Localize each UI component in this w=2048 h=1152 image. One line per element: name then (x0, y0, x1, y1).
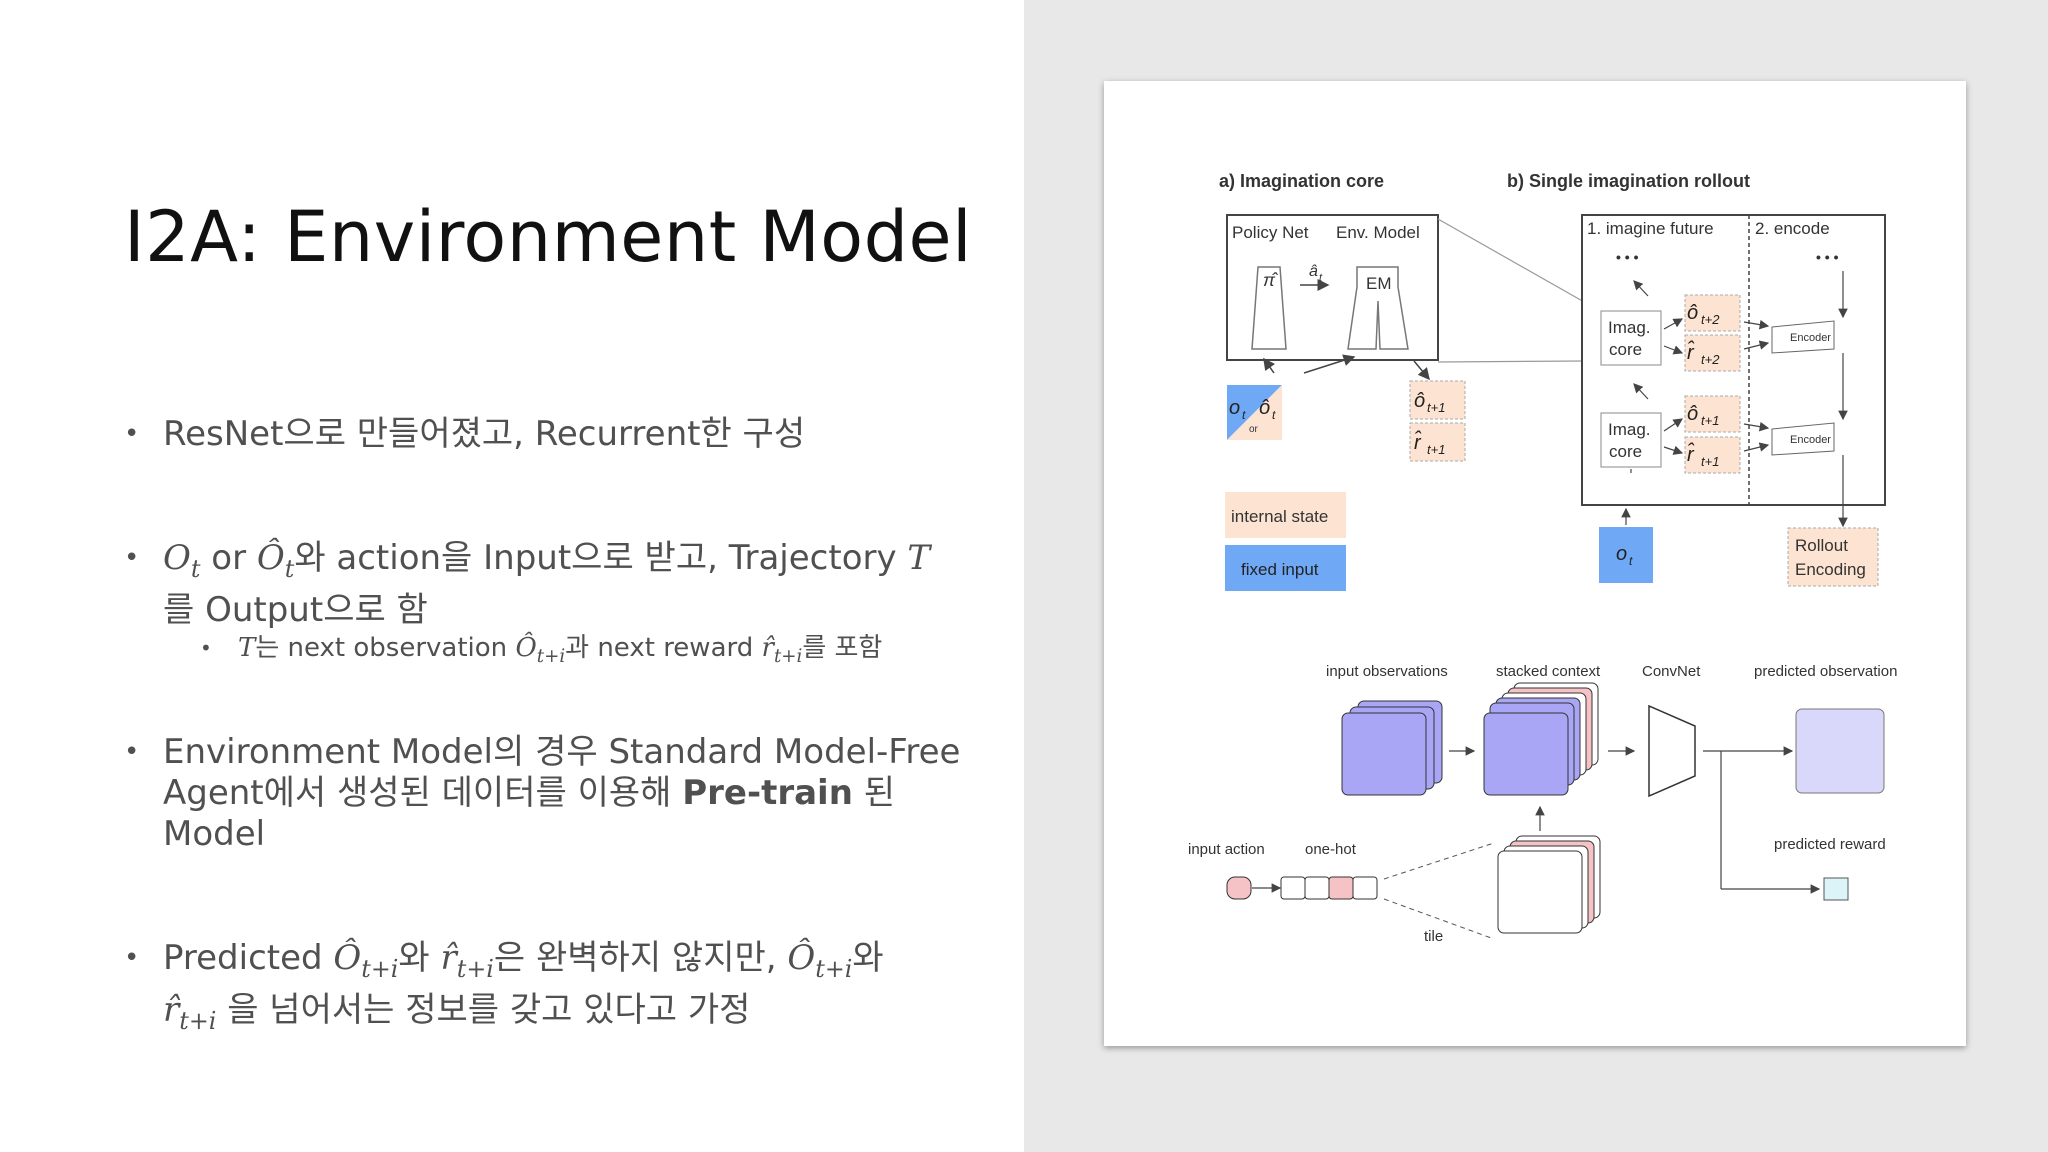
input-action-label: input action (1188, 841, 1265, 858)
svg-text:t: t (1272, 408, 1276, 422)
tiled-action-planes (1497, 850, 1583, 934)
convnet-shape (1648, 704, 1696, 798)
imagine-future-label: 1. imagine future (1587, 219, 1714, 238)
svg-text:ô: ô (1687, 302, 1698, 324)
svg-text:Encoder: Encoder (1790, 332, 1831, 344)
text-panel: I2A: Environment Model ResNet으로 만들어졌고, R… (0, 0, 1024, 1152)
input-action-box (1226, 876, 1252, 900)
encoder-upper (1771, 320, 1835, 354)
ohat-t1-box (1409, 380, 1466, 420)
input-observations-label: input observations (1326, 663, 1448, 680)
em-label: EM (1366, 274, 1392, 293)
svg-text:r̂: r̂ (1687, 340, 1695, 364)
svg-text:Rollout: Rollout (1795, 536, 1848, 555)
section-a-title: a) Imagination core (1219, 171, 1384, 191)
svg-text:o: o (1229, 397, 1240, 419)
ot-peach-half (1227, 385, 1282, 440)
svg-text:t: t (1319, 272, 1323, 284)
svg-text:Encoder: Encoder (1790, 434, 1831, 446)
predicted-reward-box (1823, 877, 1849, 901)
svg-text:t+2: t+2 (1701, 312, 1720, 327)
svg-text:r̂: r̂ (1687, 442, 1695, 466)
bullet-pretrain: Environment Model의 경우 Standard Model-Fre… (124, 732, 960, 855)
predicted-observation-label: predicted observation (1754, 663, 1897, 680)
imag-core-upper (1600, 310, 1662, 366)
stacked-context (1483, 712, 1569, 796)
svg-text:t+1: t+1 (1701, 454, 1719, 469)
slide-title: I2A: Environment Model (124, 196, 973, 278)
a-hat-label: â (1309, 263, 1318, 280)
rhat-t1-box (1409, 422, 1466, 462)
predicted-observation-box (1795, 708, 1885, 794)
svg-text:ô: ô (1414, 390, 1425, 412)
svg-text:core: core (1609, 340, 1642, 359)
svg-text:ô: ô (1687, 403, 1698, 425)
one-hot-vector (1352, 876, 1378, 900)
svg-text:Encoding: Encoding (1795, 560, 1866, 579)
svg-text:t: t (1242, 408, 1246, 422)
pi-hat-label: π̂ (1263, 270, 1278, 290)
legend-fixed-input (1225, 545, 1346, 591)
encode-label: 2. encode (1755, 219, 1830, 238)
env-model-label: Env. Model (1336, 223, 1420, 242)
encoder-lower (1771, 422, 1835, 456)
policy-net-label: Policy Net (1232, 223, 1309, 242)
bullet-resnet: ResNet으로 만들어졌고, Recurrent한 구성 (124, 414, 805, 455)
svg-text:or: or (1249, 424, 1259, 435)
svg-text:Imag.: Imag. (1608, 318, 1651, 337)
svg-text:core: core (1609, 442, 1642, 461)
svg-text:t: t (1629, 554, 1633, 568)
one-hot-label: one-hot (1305, 841, 1357, 858)
input-observations-stack (1341, 712, 1427, 796)
sub-bullet-trajectory: T는 next observation Ôt+i과 next reward r̂… (200, 632, 882, 673)
i2a-architecture-figure: a) Imagination core b) Single imaginatio… (1104, 81, 1966, 1046)
section-b-title: b) Single imagination rollout (1507, 171, 1750, 191)
svg-text:Imag.: Imag. (1608, 420, 1651, 439)
svg-text:t+1: t+1 (1427, 400, 1445, 415)
svg-text:t+2: t+2 (1701, 352, 1720, 367)
bullet-prediction: Predicted Ôt+i와 r̂t+i은 완벽하지 않지만, Ôt+i와 r… (124, 938, 884, 1042)
svg-text:t+1: t+1 (1427, 442, 1445, 457)
svg-text:t+1: t+1 (1701, 413, 1719, 428)
rollout-encoding-box (1787, 527, 1879, 587)
svg-text:fixed input: fixed input (1241, 560, 1319, 579)
policy-net-shape (1251, 266, 1287, 350)
figure-svg: a) Imagination core b) Single imaginatio… (1188, 171, 1897, 945)
svg-text:• • •: • • • (1616, 249, 1639, 265)
ot-fixed-input-box (1599, 527, 1653, 583)
convnet-label: ConvNet (1642, 663, 1701, 680)
svg-text:• • •: • • • (1816, 249, 1839, 265)
imag-core-lower (1600, 412, 1662, 468)
svg-text:r̂: r̂ (1414, 430, 1422, 454)
tile-label: tile (1424, 928, 1443, 945)
svg-text:o: o (1616, 543, 1627, 565)
stacked-context-label: stacked context (1496, 663, 1601, 680)
legend-internal-state (1225, 492, 1346, 538)
svg-text:ô: ô (1259, 397, 1270, 419)
svg-text:internal state: internal state (1231, 507, 1328, 526)
predicted-reward-label: predicted reward (1774, 836, 1886, 853)
bullet-input-output: Ot or Ôt와 action을 Input으로 받고, Trajectory… (124, 538, 930, 631)
env-model-shape (1347, 266, 1409, 350)
